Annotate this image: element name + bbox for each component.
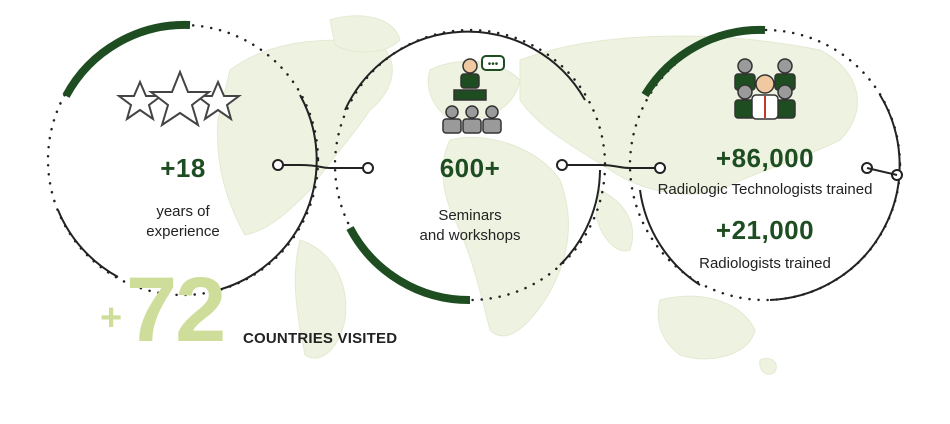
training-circle [628,25,902,302]
experience-circle [46,20,320,297]
seminars-label-line2: and workshops [419,227,521,244]
stars-icon [116,69,242,128]
radiologists-label: Radiologists trained [699,255,831,272]
radiologists-value: +21,000 [715,215,815,245]
seminars-label-line1: Seminars [438,207,502,224]
technologists-value: +86,000 [715,143,815,173]
countries-value: 72 [126,259,226,361]
connectors [272,159,903,181]
technologists-label: Radiologic Technologists trained [657,181,873,198]
countries-plus: + [100,297,123,339]
presenter-audience-icon: ••• [442,55,505,134]
group-of-people-icon [734,58,796,120]
experience-label-line1: years of [156,203,210,220]
countries-label: COUNTRIES VISITED [243,330,398,347]
experience-value: +18 [160,153,206,183]
experience-label-line2: experience [146,223,220,240]
seminars-value: 600+ [439,153,501,183]
svg-text:•••: ••• [488,59,499,70]
